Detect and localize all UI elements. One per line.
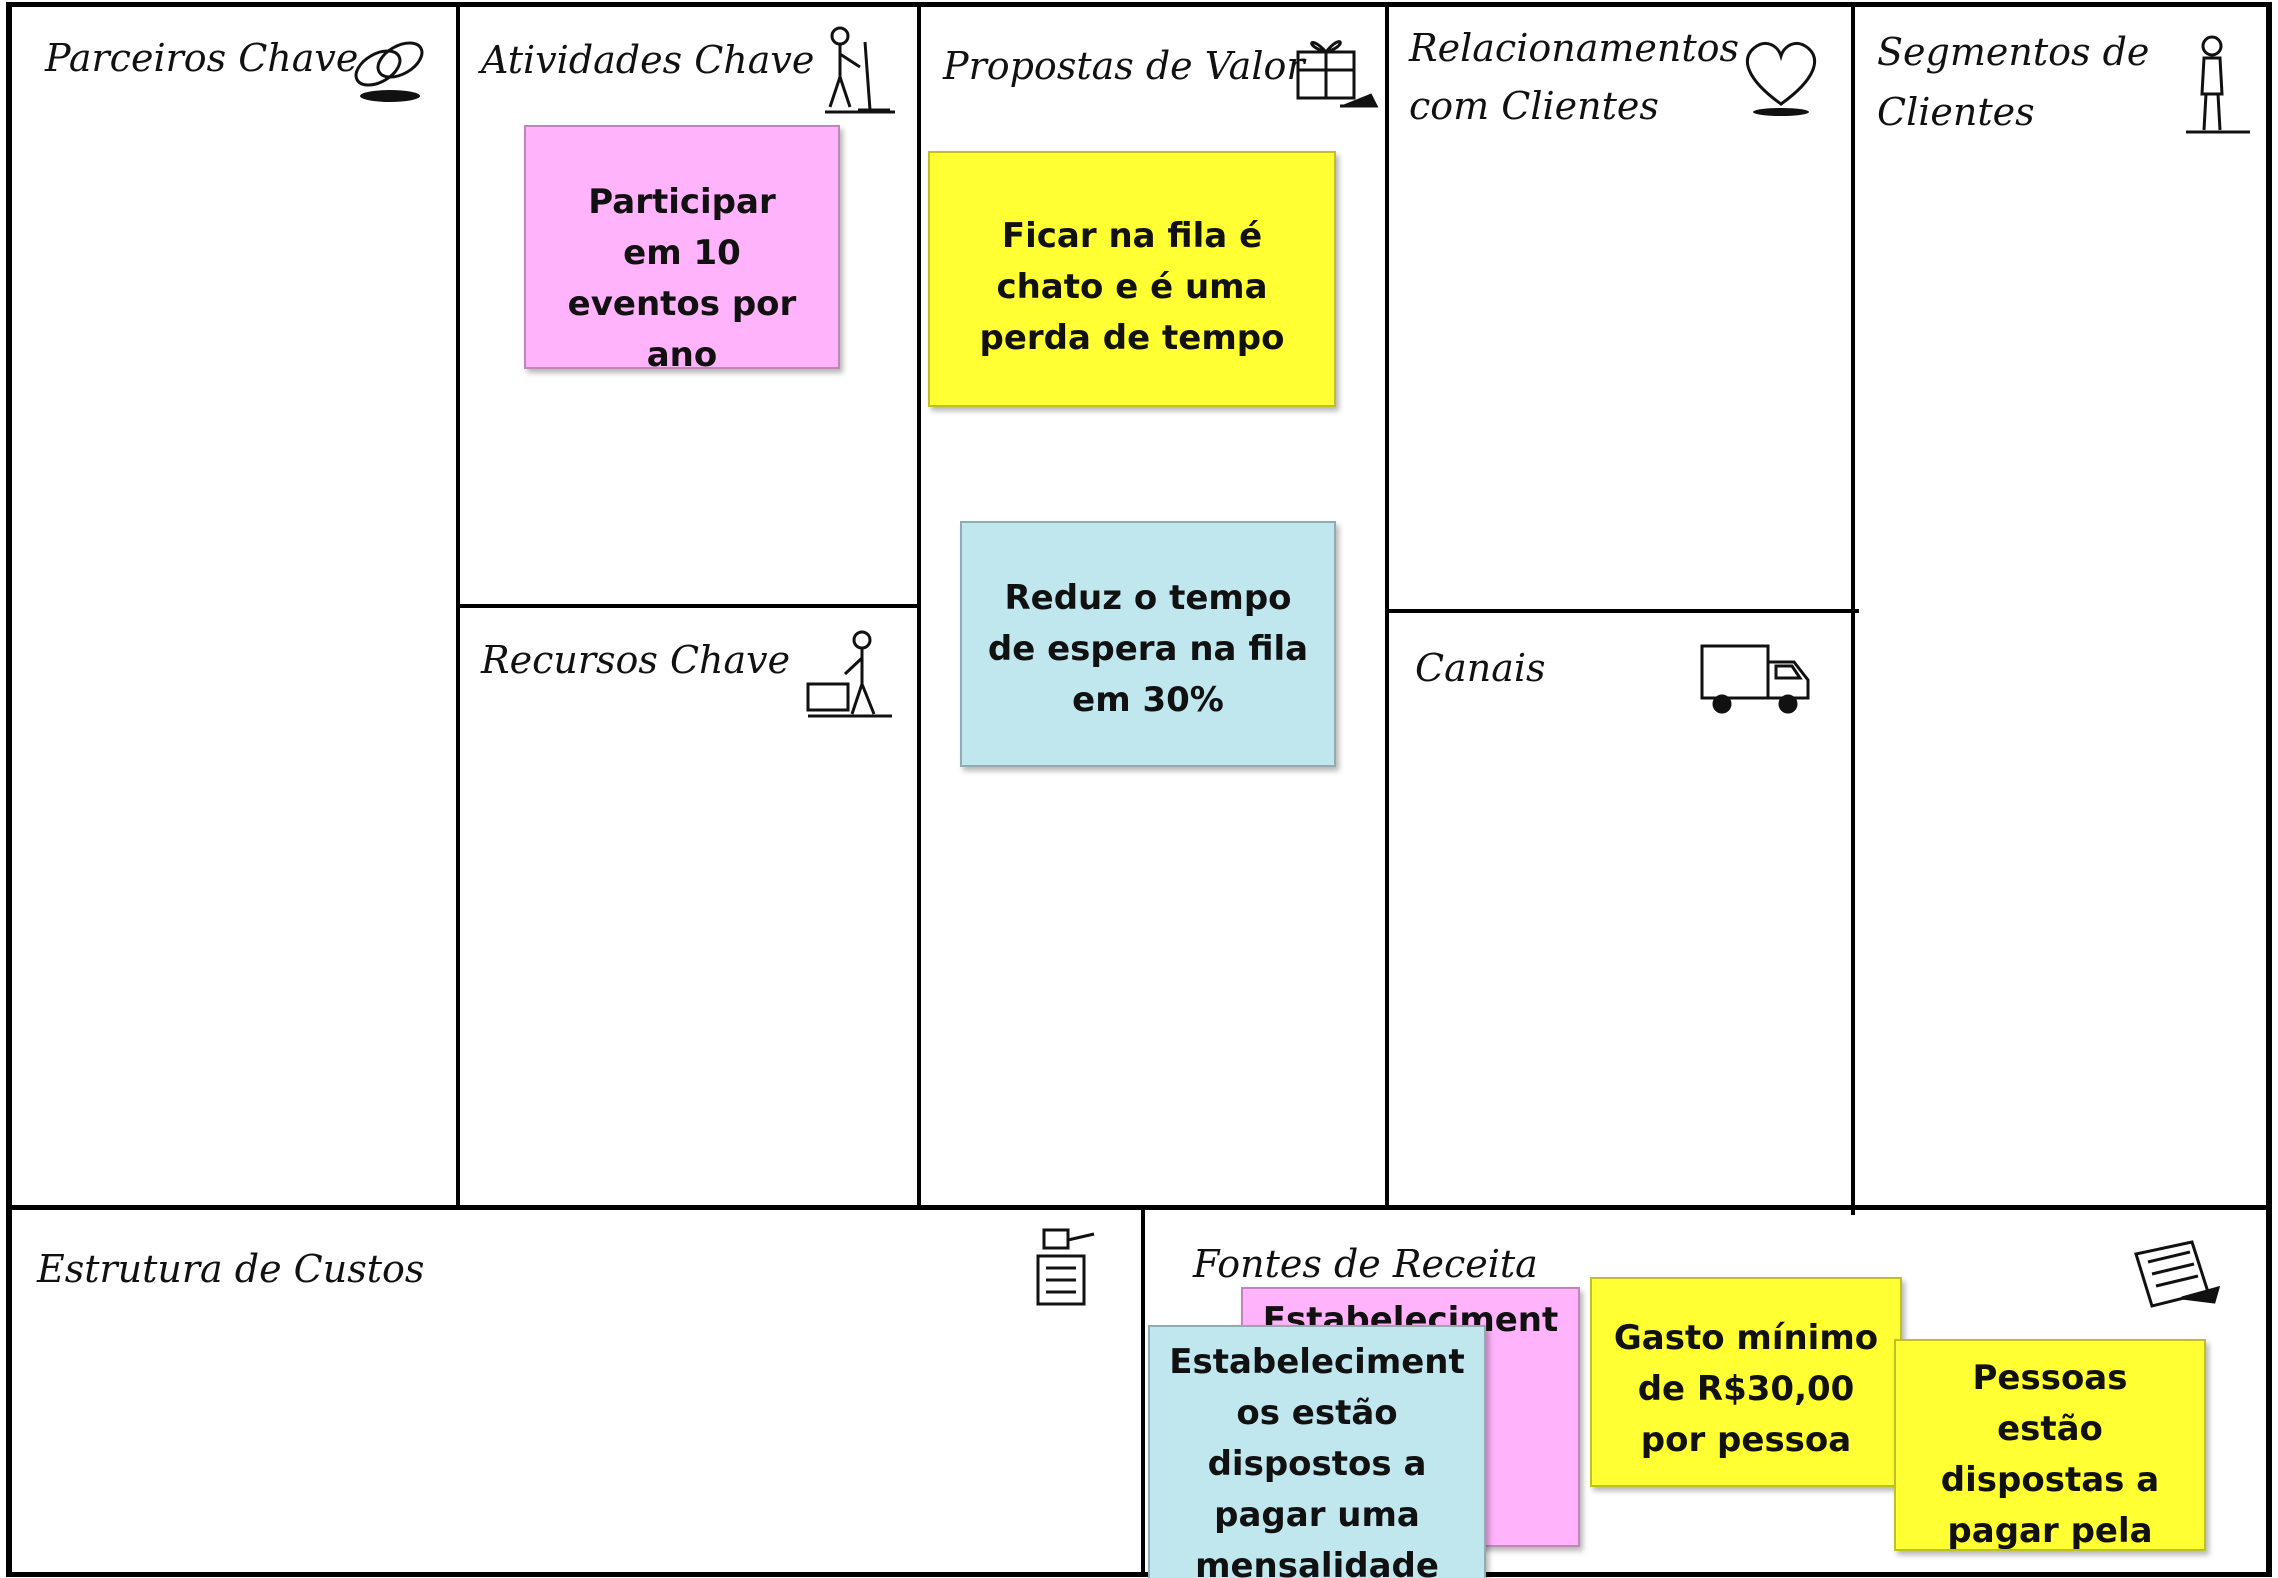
note-revenue-convenience-text: Pessoas estão dispostas a pagar pela con…	[1940, 1358, 2160, 1551]
customer-relationships-title-line1: Relacionamentos	[1409, 26, 1739, 70]
note-value-reduce-wait-text: Reduz o tempo de espera na fila em 30%	[987, 578, 1309, 720]
divider-costs-revenue	[1141, 1205, 1145, 1577]
note-revenue-blue: Estabeleciment os estão dispostos a paga…	[1148, 1325, 1486, 1578]
note-value-queue-boring: Ficar na fila é chato e é uma perda de t…	[928, 151, 1336, 407]
chain-links-icon	[340, 28, 440, 108]
note-value-reduce-wait: Reduz o tempo de espera na fila em 30%	[960, 521, 1336, 767]
note-revenue-convenience: Pessoas estão dispostas a pagar pela con…	[1894, 1339, 2206, 1551]
standing-person-icon	[2176, 34, 2256, 140]
key-resources-title: Recursos Chave	[481, 638, 791, 682]
canvas-border-top	[6, 2, 2272, 7]
canvas-border-left	[6, 2, 12, 1577]
divider-activities-resources	[456, 604, 921, 608]
note-revenue-blue-text: Estabeleciment os estão dispostos a paga…	[1169, 1342, 1465, 1578]
note-activities-events: Participar em 10 eventos por ano	[524, 125, 840, 369]
receipt-paper-icon	[2122, 1236, 2224, 1318]
note-value-queue-boring-text: Ficar na fila é chato e é uma perda de t…	[979, 216, 1285, 358]
worker-with-crate-icon	[800, 626, 898, 724]
canvas-border-bottom	[6, 1572, 2272, 1577]
canvas-border-right	[2266, 2, 2272, 1577]
revenue-streams-title: Fontes de Receita	[1193, 1242, 1538, 1286]
delivery-truck-icon	[1696, 636, 1816, 726]
divider-relationships-channels	[1389, 609, 1859, 613]
heart-icon	[1736, 34, 1826, 120]
worker-sweeping-icon	[810, 22, 900, 118]
note-activities-events-text: Participar em 10 eventos por ano	[567, 182, 797, 369]
cash-register-icon	[1024, 1220, 1104, 1316]
divider-relationships-segments	[1851, 2, 1855, 1215]
gift-box-icon	[1290, 24, 1380, 116]
divider-main-bottom	[6, 1205, 2272, 1210]
value-propositions-title: Propostas de Valor	[943, 44, 1305, 88]
key-activities-title: Atividades Chave	[481, 38, 815, 82]
customer-segments-title-line1: Segmentos de	[1877, 30, 2150, 74]
note-revenue-min-spend: Gasto mínimo de R$30,00 por pessoa	[1590, 1277, 1902, 1487]
customer-segments-title-line2: Clientes	[1877, 90, 2035, 134]
note-revenue-min-spend-text: Gasto mínimo de R$30,00 por pessoa	[1613, 1318, 1879, 1460]
cost-structure-title: Estrutura de Custos	[37, 1247, 425, 1291]
customer-relationships-title-line2: com Clientes	[1409, 84, 1659, 128]
divider-value-relationships	[1385, 2, 1389, 1210]
channels-title: Canais	[1415, 646, 1546, 690]
key-partners-title: Parceiros Chave	[45, 36, 359, 80]
